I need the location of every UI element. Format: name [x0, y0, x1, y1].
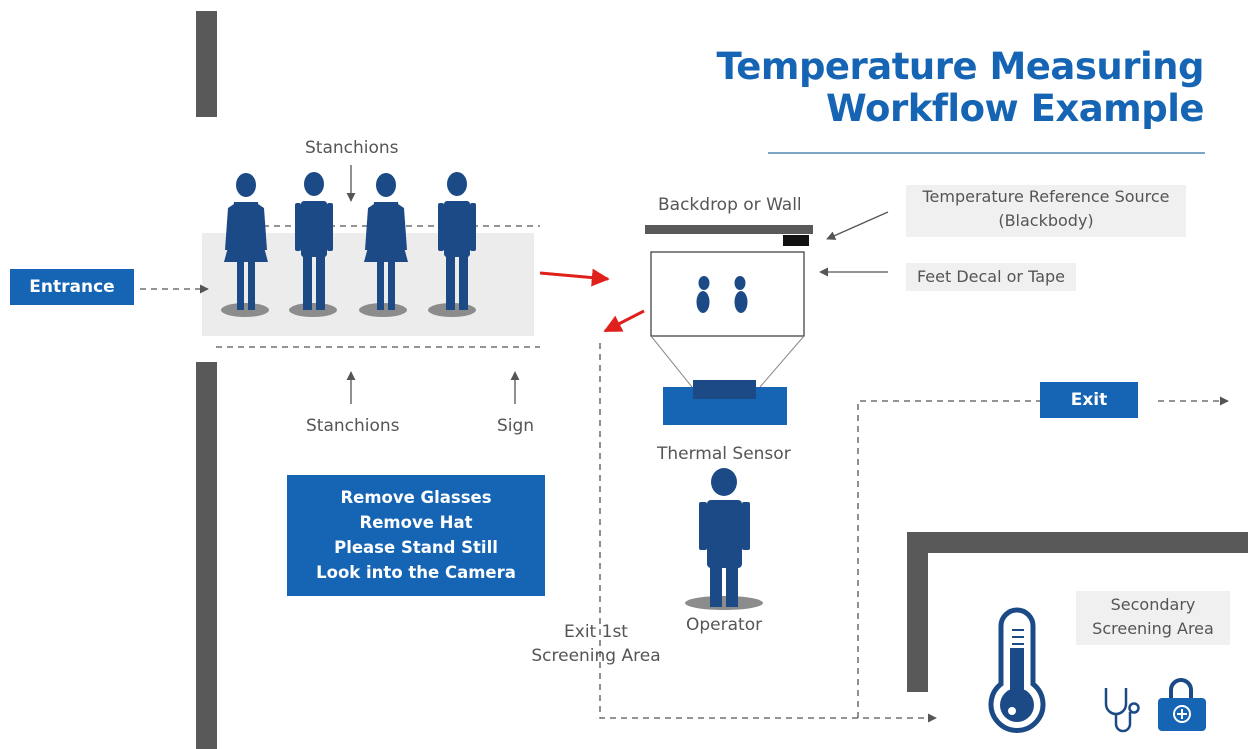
entrance-badge: Entrance: [10, 269, 134, 305]
exit-badge: Exit: [1040, 382, 1138, 418]
sensor-fov-right: [759, 335, 805, 388]
blackbody-source: [783, 235, 809, 246]
stanchions-top-label: Stanchions: [305, 138, 399, 158]
operator-label: Operator: [686, 615, 763, 635]
person-icon: [699, 468, 750, 607]
sign-line: Remove Glasses: [340, 488, 492, 507]
secondary-area-wall: [907, 532, 1248, 692]
thermometer-icon: [988, 607, 1046, 733]
title-line-1: Temperature Measuring: [716, 45, 1204, 88]
path-exit-first: [599, 343, 937, 723]
reference-line-1: Temperature Reference Source: [922, 187, 1170, 206]
stanchions-bottom-label: Stanchions: [306, 416, 400, 436]
secondary-line-1: Secondary: [1110, 595, 1196, 614]
feet-label: Feet Decal or Tape: [906, 263, 1076, 291]
figure-shadow: [289, 303, 337, 317]
feet-icon: [696, 276, 748, 313]
reference-line-2: (Blackbody): [998, 211, 1094, 230]
reference-label: Temperature Reference Source (Blackbody): [906, 185, 1186, 237]
instruction-sign: Remove Glasses Remove Hat Please Stand S…: [287, 475, 545, 596]
sign-line: Please Stand Still: [334, 538, 498, 557]
person-icon: [295, 172, 333, 310]
secondary-line-2: Screening Area: [1092, 619, 1214, 638]
backdrop-wall: [645, 225, 813, 234]
exit-first-label: Exit 1st Screening Area: [530, 620, 662, 668]
arrow-flow-out: [603, 309, 645, 333]
thermal-sensor-label: Thermal Sensor: [657, 444, 791, 464]
stethoscope-icon: [1104, 688, 1140, 733]
arrow-flow-in: [539, 268, 610, 287]
sign-line: Look into the Camera: [316, 563, 516, 582]
page-title: Temperature Measuring Workflow Example: [716, 46, 1204, 130]
secondary-area-label: Secondary Screening Area: [1076, 591, 1230, 645]
exit-first-line-2: Screening Area: [531, 646, 661, 666]
person-icon: [364, 173, 408, 310]
person-icon: [224, 173, 268, 310]
exit-first-line-1: Exit 1st: [564, 622, 628, 642]
sensor-fov-left: [650, 335, 693, 388]
sign-line: Remove Hat: [359, 513, 473, 532]
wall-top: [196, 11, 217, 117]
figure-shadow: [221, 303, 269, 317]
standing-area: [650, 251, 805, 337]
person-icon: [438, 172, 476, 310]
backdrop-label: Backdrop or Wall: [658, 195, 802, 215]
medical-kit-icon: [1158, 678, 1206, 731]
operator-shadow: [685, 596, 763, 610]
arrow-reference: [826, 211, 889, 240]
sign-label: Sign: [497, 416, 535, 436]
wall-bottom: [196, 362, 217, 749]
thermal-sensor-camera: [693, 380, 756, 399]
title-line-2: Workflow Example: [826, 87, 1204, 130]
